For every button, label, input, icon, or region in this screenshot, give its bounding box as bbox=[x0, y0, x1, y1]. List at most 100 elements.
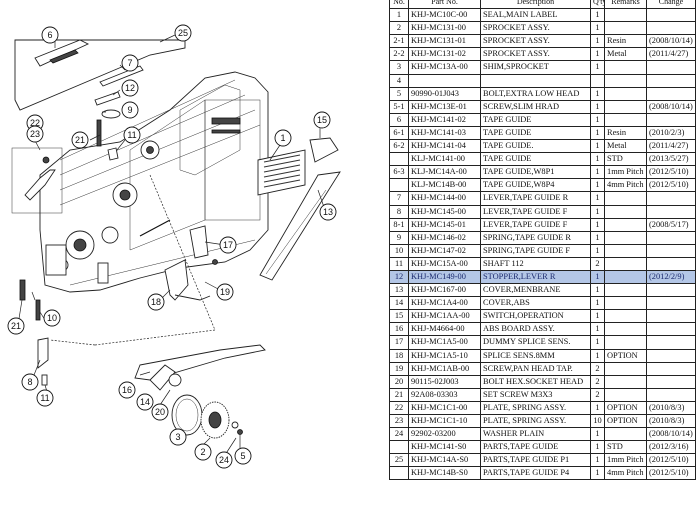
callout-11-bottom: 11 bbox=[36, 389, 54, 407]
cell-qty: 1 bbox=[590, 139, 605, 154]
cell-remarks: OPTION bbox=[604, 413, 647, 429]
cell-description: COVER,ABS bbox=[480, 296, 591, 311]
cell-description: SEAL,MAIN LABEL bbox=[480, 8, 591, 23]
cell-part-no: KLJ-MC14A-00 bbox=[408, 165, 481, 180]
cell-description: SPRING,TAPE GUIDE R bbox=[480, 230, 591, 245]
callout-21-bottom: 21 bbox=[7, 317, 25, 335]
cell-qty: 1 bbox=[590, 322, 605, 337]
cell-part-no: KHJ-MC10C-00 bbox=[408, 8, 481, 23]
svg-text:7: 7 bbox=[127, 58, 132, 68]
callout-3: 3 bbox=[169, 428, 187, 446]
cell-remarks: 4mm Pitch bbox=[604, 466, 647, 481]
cell-change: (2012/5/10) bbox=[646, 178, 696, 193]
callout-labels: 6 25 7 12 9 11 21 22 23 1 15 13 17 19 18… bbox=[7, 24, 337, 469]
callout-11-top: 11 bbox=[123, 126, 141, 144]
cell-description: BOLT HEX.SOCKET HEAD bbox=[480, 374, 591, 389]
cell-change bbox=[646, 335, 696, 350]
cell-no: 11 bbox=[389, 256, 409, 271]
cell-remarks bbox=[604, 8, 647, 23]
cell-change bbox=[646, 256, 696, 271]
cell-part-no bbox=[408, 73, 481, 88]
cell-description: LEVER,TAPE GUIDE F bbox=[480, 217, 591, 232]
cell-change bbox=[646, 374, 696, 389]
cell-description: SPLICE SENS.8MM bbox=[480, 348, 591, 363]
svg-text:13: 13 bbox=[323, 207, 333, 217]
cell-part-no: 92A08-03303 bbox=[408, 387, 481, 402]
cell-qty: 1 bbox=[590, 60, 605, 75]
cell-no: 1 bbox=[389, 8, 409, 23]
cell-remarks bbox=[604, 283, 647, 298]
cell-no: 22 bbox=[389, 400, 409, 416]
cell-no: 6-2 bbox=[389, 139, 409, 154]
cell-no: 3 bbox=[389, 60, 409, 75]
cell-change: (2013/5/27) bbox=[646, 152, 696, 167]
cell-change bbox=[646, 243, 696, 258]
cell-no: 5 bbox=[389, 86, 409, 101]
header-no: No. bbox=[389, 0, 409, 10]
cell-change bbox=[646, 387, 696, 402]
callout-12: 12 bbox=[121, 79, 139, 97]
cell-no: 2 bbox=[389, 21, 409, 36]
cell-part-no: KLJ-MC14B-00 bbox=[408, 178, 481, 193]
cell-part-no: KHJ-MC131-02 bbox=[408, 47, 481, 62]
cell-change: (2012/5/10) bbox=[646, 165, 696, 180]
cell-description: PLATE, SPRING ASSY. bbox=[480, 400, 591, 416]
cell-description: SPRING,TAPE GUIDE F bbox=[480, 243, 591, 258]
callout-7: 7 bbox=[121, 54, 139, 72]
leader-lines bbox=[17, 34, 326, 456]
cell-description: TAPE GUIDE bbox=[480, 125, 591, 141]
cell-description: SHIM,SPROCKET bbox=[480, 60, 591, 75]
cell-part-no: KHJ-MC141-04 bbox=[408, 139, 481, 154]
cell-part-no: KHJ-MC144-00 bbox=[408, 191, 481, 206]
cell-qty: 1 bbox=[590, 296, 605, 311]
cell-part-no: KHJ-MC141-02 bbox=[408, 112, 481, 127]
cell-qty: 1 bbox=[590, 348, 605, 363]
cell-remarks bbox=[604, 230, 647, 245]
cell-remarks bbox=[604, 374, 647, 389]
cell-remarks: OPTION bbox=[604, 348, 647, 363]
cell-qty: 1 bbox=[590, 466, 605, 481]
svg-text:2: 2 bbox=[200, 447, 205, 457]
cell-description: LEVER,TAPE GUIDE F bbox=[480, 204, 591, 219]
cell-no: 2-1 bbox=[389, 34, 409, 49]
cell-remarks: 1mm Pitch bbox=[604, 453, 647, 468]
cell-part-no: 90115-02J003 bbox=[408, 374, 481, 389]
cell-no bbox=[389, 466, 409, 481]
cell-no: 6-3 bbox=[389, 165, 409, 180]
callout-24: 24 bbox=[215, 451, 233, 469]
cell-part-no: KHJ-MC147-02 bbox=[408, 243, 481, 258]
header-qty: Q'ty bbox=[590, 0, 605, 10]
callout-5: 5 bbox=[234, 447, 252, 465]
cell-remarks bbox=[604, 269, 647, 285]
cell-qty: 1 bbox=[590, 86, 605, 101]
cell-qty: 1 bbox=[590, 8, 605, 23]
cell-part-no: KLJ-MC141-00 bbox=[408, 152, 481, 167]
cell-part-no: KHJ-MC1C1-10 bbox=[408, 413, 481, 429]
cell-part-no: KHJ-MC1C1-00 bbox=[408, 400, 481, 416]
svg-text:24: 24 bbox=[219, 455, 229, 465]
cell-qty bbox=[590, 73, 605, 88]
callout-18: 18 bbox=[147, 293, 165, 311]
callout-15: 15 bbox=[313, 111, 331, 129]
cell-part-no: KHJ-MC1AB-00 bbox=[408, 361, 481, 376]
cell-qty: 1 bbox=[590, 99, 605, 114]
cell-no: 25 bbox=[389, 453, 409, 468]
header-description: Description bbox=[480, 0, 591, 10]
cell-description: DUMMY SPLICE SENS. bbox=[480, 335, 591, 350]
cell-remarks: Metal bbox=[604, 47, 647, 62]
cell-part-no: KHJ-M4664-00 bbox=[408, 322, 481, 337]
cell-remarks bbox=[604, 204, 647, 219]
cell-remarks: Resin bbox=[604, 34, 647, 49]
cell-part-no: KHJ-MC1A5-00 bbox=[408, 335, 481, 350]
cell-change: (2008/10/14) bbox=[646, 99, 696, 114]
